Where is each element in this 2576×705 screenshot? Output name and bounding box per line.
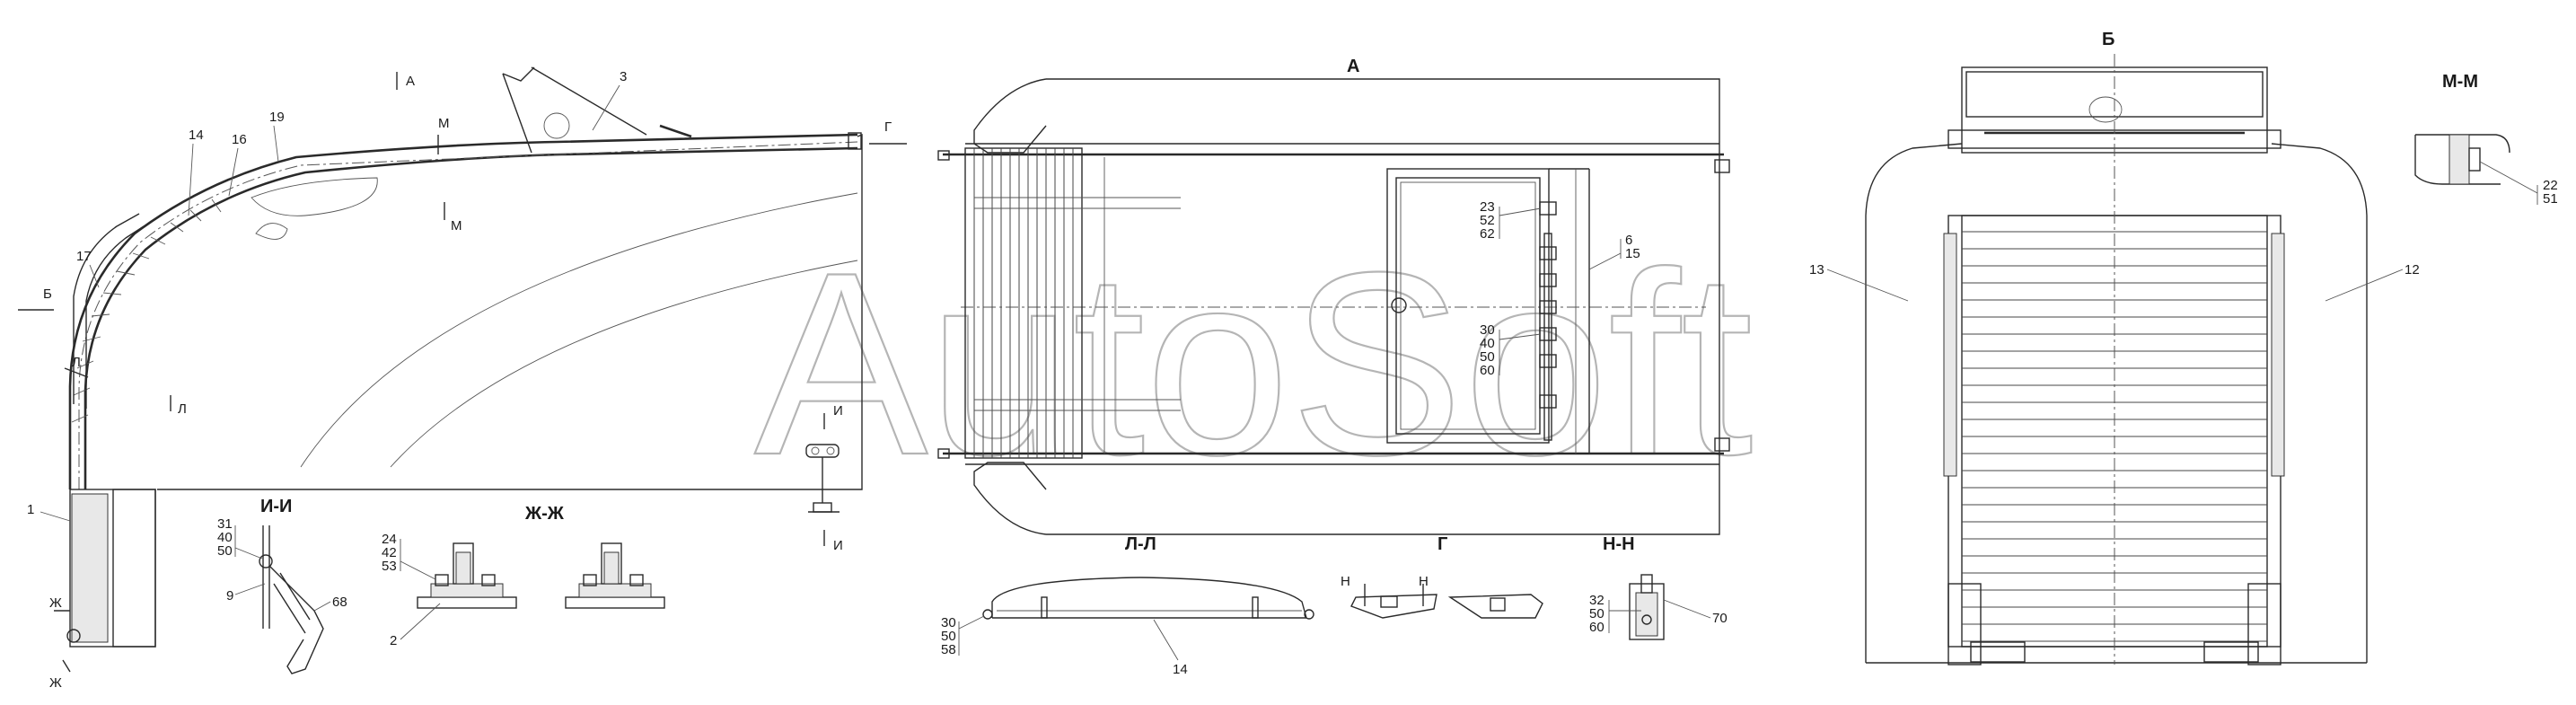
title-ii: И-И — [260, 497, 292, 516]
watermark: AutoSoft — [754, 218, 1754, 509]
callout-mm-22: 22 — [2543, 178, 2558, 193]
section-ll: Л-Л 30 50 58 14 — [941, 534, 1314, 677]
section-nn: Н-Н 32 50 60 70 — [1589, 534, 1728, 640]
callout-ii-50: 50 — [217, 543, 233, 559]
callout-ii-31: 31 — [217, 516, 233, 532]
callout-17: 17 — [76, 249, 92, 264]
callout-nn-60: 60 — [1589, 620, 1605, 635]
callout-zh-53: 53 — [382, 559, 397, 574]
callout-9: 9 — [226, 588, 233, 604]
title-zhzh: Ж-Ж — [524, 504, 565, 524]
callout-ll-58: 58 — [941, 642, 956, 657]
callout-14: 14 — [189, 128, 204, 143]
marker-n-right: Н — [1419, 574, 1429, 589]
callout-2: 2 — [390, 633, 397, 648]
title-ll: Л-Л — [1125, 534, 1156, 554]
callout-nn-50: 50 — [1589, 606, 1605, 621]
callout-1: 1 — [27, 502, 34, 517]
side-view-markers: А М М Г Б Л Л И И Ж Ж — [18, 72, 907, 691]
callout-a-6: 6 — [1625, 233, 1632, 248]
side-view-callouts: 19 16 14 17 3 1 — [27, 69, 627, 522]
marker-zh-top: Ж — [49, 595, 62, 611]
callout-19: 19 — [269, 110, 285, 125]
callout-a-40: 40 — [1480, 336, 1495, 351]
marker-b-side: Б — [43, 286, 52, 302]
callout-mm-51: 51 — [2543, 191, 2558, 207]
callout-13: 13 — [1809, 262, 1824, 278]
section-zhzh: Ж-Ж 24 42 53 2 — [382, 504, 665, 648]
callout-a-50: 50 — [1480, 349, 1495, 365]
marker-l-bottom: Л — [178, 401, 187, 417]
callout-zh-42: 42 — [382, 545, 397, 560]
marker-i-bottom: И — [833, 538, 843, 553]
marker-m-bottom: М — [451, 218, 462, 234]
fitting-i — [805, 444, 840, 513]
callout-nn-32: 32 — [1589, 593, 1605, 608]
callout-a-23: 23 — [1480, 199, 1495, 215]
callout-16: 16 — [232, 132, 247, 147]
callout-a-52: 52 — [1480, 213, 1495, 228]
callout-ll-30: 30 — [941, 615, 956, 630]
title-nn: Н-Н — [1603, 534, 1635, 554]
callout-70: 70 — [1712, 611, 1728, 626]
callout-a-62: 62 — [1480, 226, 1495, 242]
callout-a-30: 30 — [1480, 322, 1495, 338]
title-view-g: Г — [1437, 534, 1447, 554]
marker-zh-bottom: Ж — [49, 675, 62, 691]
callout-12: 12 — [2405, 262, 2420, 278]
callout-ll-14: 14 — [1173, 662, 1188, 677]
section-ii: И-И 31 40 50 9 68 — [217, 497, 347, 674]
callout-ll-50: 50 — [941, 629, 956, 644]
section-mm: М-М 22 51 — [2414, 72, 2558, 207]
callout-zh-24: 24 — [382, 532, 397, 547]
view-b: Б 13 12 — [1809, 30, 2420, 665]
view-a: А — [937, 57, 1730, 535]
marker-n-left: Н — [1341, 574, 1350, 589]
marker-l-top: Л — [72, 355, 81, 370]
callout-a-15: 15 — [1625, 246, 1640, 261]
marker-m-top: М — [438, 116, 450, 131]
marker-g-side: Г — [884, 119, 892, 135]
callout-ii-40: 40 — [217, 530, 233, 545]
side-view — [66, 66, 863, 648]
marker-i-top: И — [833, 403, 843, 419]
marker-a: А — [406, 74, 415, 89]
title-mm: М-М — [2442, 72, 2478, 92]
view-g: Г Н Н — [1341, 534, 1543, 619]
callout-a-60: 60 — [1480, 363, 1495, 378]
callout-3: 3 — [620, 69, 627, 84]
callout-68: 68 — [332, 595, 347, 610]
title-view-b: Б — [2102, 30, 2114, 49]
title-view-a: А — [1347, 57, 1359, 76]
